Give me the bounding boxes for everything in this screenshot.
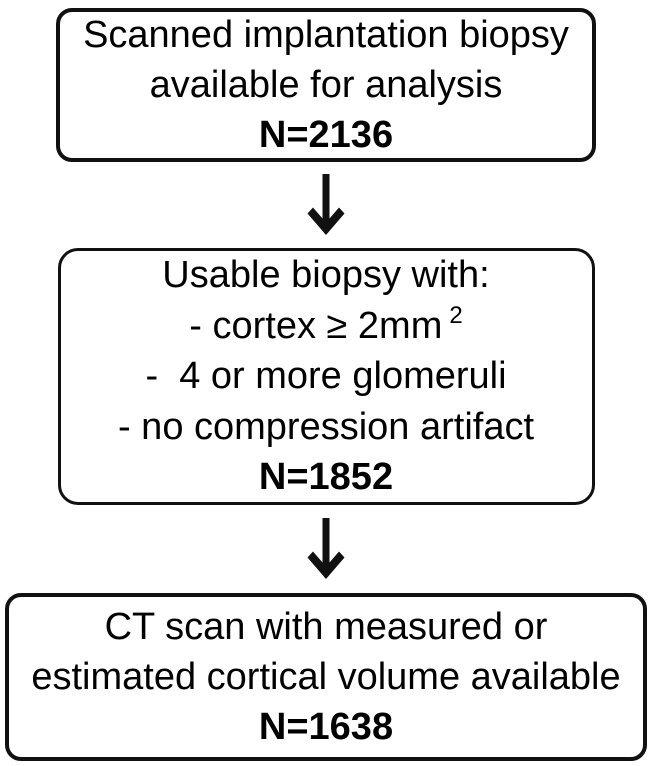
step3-line2: estimated cortical volume available [31,656,621,698]
flow-step-ct-scan: CT scan with measured or estimated corti… [5,593,647,761]
connector-2 [304,505,348,593]
step2-item-compression: - no compression artifact [117,405,535,448]
step2-item-glomeruli: - 4 or more glomeruli [145,355,507,398]
step1-line2: available for analysis [149,64,503,106]
step1-line1: Scanned implantation biopsy [83,14,569,56]
connector-1 [304,162,348,248]
flow-step-scanned-biopsy: Scanned implantation biopsy available fo… [56,8,596,162]
down-arrow-icon [307,518,345,579]
step2-count: N=1852 [258,456,394,499]
step1-count: N=2136 [258,114,394,156]
step2-item-cortex-text: - cortex ≥ 2mm [189,304,443,347]
step2-title: Usable biopsy with: [162,254,490,297]
step3-count: N=1638 [258,706,394,748]
down-arrow-icon [307,174,345,235]
step3-line1: CT scan with measured or [104,606,548,648]
